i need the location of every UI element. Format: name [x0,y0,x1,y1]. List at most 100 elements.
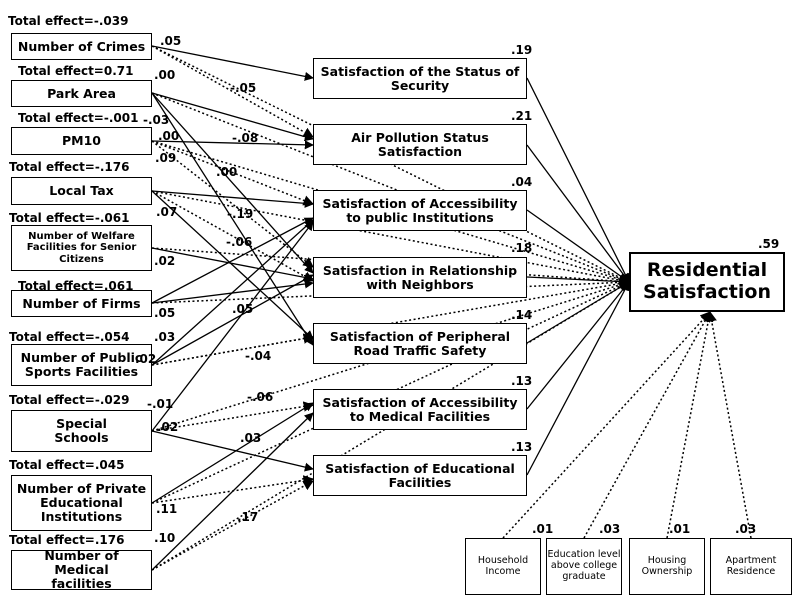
path-coef-sports-to-neighbors: .02 [135,352,157,366]
node-label: Number of Public Sports Facilities [20,350,143,379]
path-arrow-sports-to-access_pub [151,219,314,366]
path-arrow-welfare-to-neighbors [151,247,314,282]
control-apartment-residence: Apartment Residence [710,538,792,595]
path-coef-private-to-access_med: .11 [156,502,178,516]
path-arrow-tax-to-access_pub [151,190,314,208]
path-coef-park-to-air: .00 [154,68,176,82]
path-arrow-tax-to-road [151,190,314,340]
node-park-area: Park Area [11,80,152,107]
node-label: Number of Crimes [17,38,146,54]
node-label: Local Tax [49,183,114,198]
control-arrow-apartment-to-outcome [706,310,752,539]
node-label: Number of Medical facilities [44,548,119,591]
path-coef-sports-to-road: -.04 [245,349,272,363]
node-number-of-firms: Number of Firms [11,290,152,317]
path-coef-special-to-access_med: -.06 [247,390,274,404]
path-coef-pm10-to-neighbors: .00 [216,165,238,179]
total-effect-welfare: Total effect=-.061 [9,211,130,225]
path-arrow-access_med-to-outcome [526,281,630,410]
path-arrow-special-to-edu [151,430,314,472]
path-arrow-park-to-air [151,92,314,142]
path-coef-private-to-edu: .03 [240,431,262,445]
path-arrow-pm10-to-air [151,140,314,150]
node-label: Number of Firms [22,295,141,311]
r2-security: .19 [511,43,533,57]
node-label: Number of Private Educational Institutio… [16,481,147,524]
path-coef-crimes-to-air: -.05 [230,81,257,95]
node-label: Special Schools [54,416,109,445]
mediator-label: Satisfaction of Educational Facilities [325,460,515,490]
node-pm10: PM10 [11,127,152,155]
node-number-of-crimes: Number of Crimes [11,33,152,60]
mediator-label: Satisfaction of Accessibility to Medical… [322,394,518,424]
node-public-sports-facilities: Number of Public Sports Facilities [11,344,152,386]
control-label: Housing Ownership [641,554,693,577]
total-effect-firms: Total effect=.061 [18,279,134,293]
coef-housing: .01 [669,522,691,536]
path-coef-pm10-to-air: .00 [158,129,180,143]
mediator-air-pollution: Air Pollution Status Satisfaction [313,124,527,165]
path-coef-tax-to-neighbors: -.19 [227,207,254,221]
r2-access-pub: .04 [511,175,533,189]
mediator-label: Satisfaction of the Status of Security [320,63,520,93]
r2-air: .21 [511,109,533,123]
mediator-label: Air Pollution Status Satisfaction [351,129,489,159]
mediator-label: Satisfaction of Peripheral Road Traffic … [329,328,511,358]
path-arrow-sports-to-neighbors [151,274,314,366]
r2-neighbors: .18 [511,241,533,255]
path-coef-medical-to-access_med: .10 [154,531,176,545]
total-effect-special: Total effect=-.029 [9,393,130,407]
node-label: PM10 [62,133,101,148]
path-arrow-security-to-outcome [526,77,630,283]
control-education-level: Education level above college graduate [546,538,622,595]
mediator-security-status: Satisfaction of the Status of Security [313,58,527,99]
total-effect-crimes: Total effect=-.039 [8,14,129,28]
node-local-tax: Local Tax [11,177,152,205]
path-arrow-medical-to-edu [151,480,314,571]
node-label: Park Area [47,85,116,101]
control-label: Apartment Residence [725,554,777,577]
path-coef-crimes-to-security: .05 [160,34,182,48]
path-coef-special-to-edu: .02 [157,420,179,434]
outcome-label-line1: Residential [646,259,768,282]
mediator-label: Satisfaction of Accessibility to public … [322,195,518,225]
path-arrow-firms-to-access_pub [151,217,314,304]
mediator-road-traffic-safety: Satisfaction of Peripheral Road Traffic … [313,323,527,364]
coef-apartment: .03 [735,522,757,536]
total-effect-private: Total effect=.045 [9,458,125,472]
path-arrow-access_pub-to-outcome [526,209,630,283]
path-coef-park-to-road: .09 [155,151,177,165]
path-coef-welfare-to-neighbors: .02 [154,254,176,268]
control-arrow-household-to-outcome [502,311,711,539]
path-coef-tax-to-access_pub: .07 [156,205,178,219]
path-arrow-crimes-to-air [151,45,314,138]
path-arrow-special-to-access_pub [151,221,314,432]
node-special-schools: Special Schools [11,410,152,452]
outcome-residential-satisfaction: Residential Satisfaction [629,252,785,312]
path-arrow-crimes-to-security [151,45,314,81]
node-medical-facilities: Number of Medical facilities [11,548,152,591]
path-coef-firms-to-neighbors: .05 [154,306,176,320]
direct-arrow-park-to-outcome [151,92,630,284]
path-arrow-park-to-neighbors [151,92,314,274]
path-coef-special-to-access_pub: -.01 [147,397,174,411]
path-arrow-edu-to-outcome [526,281,630,476]
mediator-label: Satisfaction in Relationship with Neighb… [322,262,518,292]
path-arrow-park-to-road [151,92,314,346]
path-arrow-neighbors-to-outcome [526,276,630,287]
path-arrow-private-to-access_med [151,402,314,504]
path-coef-medical-to-edu: .17 [237,510,259,524]
total-effect-sports: Total effect=-.054 [9,330,130,344]
path-coef-tax-to-road: -.06 [226,235,253,249]
mediator-accessibility-medical: Satisfaction of Accessibility to Medical… [313,389,527,430]
total-effect-tax: Total effect=-.176 [9,160,130,174]
r2-access-med: .13 [511,374,533,388]
control-label: Education level above college graduate [547,549,621,582]
total-effect-pm10: Total effect=-.001 [18,111,139,125]
path-arrow-pm10-to-access_pub [151,140,314,206]
total-effect-park: Total effect=0.71 [18,64,134,78]
r2-edu: .13 [511,440,533,454]
node-welfare-facilities: Number of Welfare Facilities for Senior … [11,225,152,271]
coef-household: .01 [532,522,554,536]
